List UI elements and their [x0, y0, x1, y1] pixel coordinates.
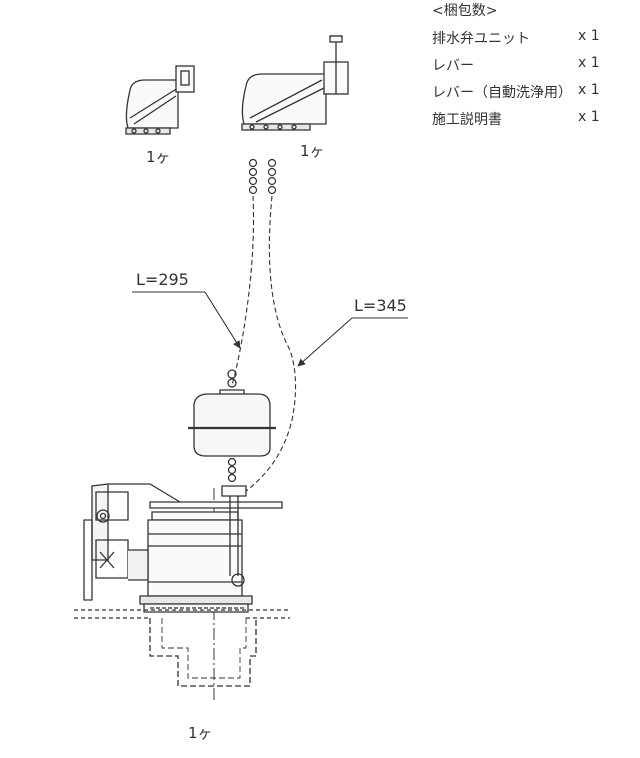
packing-item-name: レバー（自動洗浄用）	[432, 85, 572, 101]
packing-item-name: 施工説明書	[432, 112, 502, 128]
packing-item-name: 排水弁ユニット	[432, 31, 530, 47]
packing-item-qty: x 1	[578, 109, 600, 125]
float-part	[188, 369, 276, 483]
unit-count-label: 1ヶ	[188, 724, 213, 742]
dimension-leaders	[132, 291, 408, 367]
drain-valve-unit	[74, 483, 290, 687]
packing-item-qty: x 1	[578, 55, 600, 71]
packing-item-qty: x 1	[578, 28, 600, 44]
lever-auto-part	[241, 35, 349, 131]
packing-title: <梱包数>	[432, 3, 498, 19]
lever-count-label: 1ヶ	[146, 148, 171, 166]
chain-beads	[248, 158, 277, 195]
chain-long-length-label: L=345	[354, 296, 407, 315]
lever-part	[125, 65, 195, 135]
packing-item-qty: x 1	[578, 82, 600, 98]
chain-short-length-label: L=295	[136, 270, 189, 289]
lever-auto-count-label: 1ヶ	[300, 142, 325, 160]
packing-item-name: レバー	[432, 58, 474, 74]
